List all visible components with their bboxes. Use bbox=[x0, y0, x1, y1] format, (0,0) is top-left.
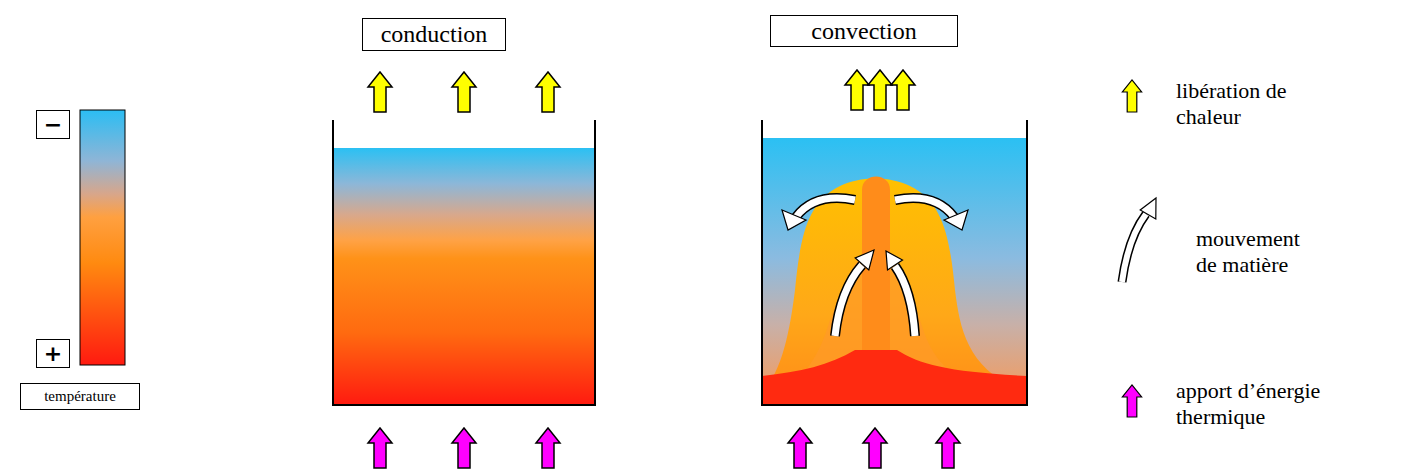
scale-max-box: + bbox=[36, 339, 70, 368]
conduction-fluid bbox=[333, 148, 595, 405]
scale-min-box: − bbox=[36, 110, 70, 139]
matter-flow-arrows bbox=[782, 198, 968, 336]
mode-title-box: conduction bbox=[362, 18, 506, 51]
box-label: + bbox=[44, 341, 62, 366]
heat-release-arrows bbox=[368, 72, 560, 112]
heat-input-arrows bbox=[788, 428, 960, 468]
box-label: convection bbox=[811, 18, 916, 45]
plume-core bbox=[762, 260, 1027, 405]
container-wall bbox=[333, 120, 595, 405]
legend-label: apport d’énergie thermique bbox=[1176, 378, 1361, 430]
plume-column bbox=[862, 177, 890, 381]
legend-label: mouvement de matière bbox=[1196, 226, 1321, 278]
legend-heat-release-sample bbox=[1122, 80, 1141, 112]
heat-input-arrows bbox=[368, 428, 560, 468]
legend-label: libération de chaleur bbox=[1176, 78, 1351, 130]
box-label: − bbox=[44, 112, 62, 137]
convection-fluid bbox=[762, 138, 1027, 405]
hot-layer bbox=[762, 350, 1027, 405]
box-label: température bbox=[44, 388, 116, 405]
legend-heat-input-sample bbox=[1122, 385, 1141, 417]
box-label: conduction bbox=[381, 21, 488, 48]
scale-title-box: température bbox=[20, 383, 140, 410]
temperature-scale bbox=[80, 110, 125, 365]
convection-plume bbox=[762, 179, 1027, 406]
container-wall bbox=[762, 120, 1027, 405]
mode-title-box: convection bbox=[770, 15, 958, 47]
heat-release-arrows bbox=[845, 70, 915, 110]
legend-matter-flow-sample bbox=[1122, 198, 1156, 282]
